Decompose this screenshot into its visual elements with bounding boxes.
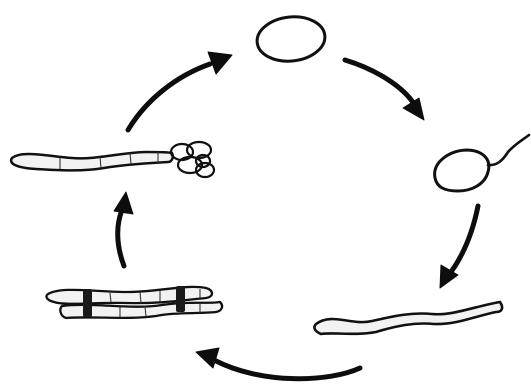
arrow-egg-to-hatching-egg <box>345 60 424 120</box>
egg-icon <box>255 14 327 65</box>
stage-worm-with-cocoon <box>11 142 214 177</box>
clitellum-band-left <box>83 289 92 317</box>
hatching-egg-icon <box>435 135 529 191</box>
stage-mating-worms <box>46 286 222 318</box>
arrow-worm-cocoon-to-egg <box>128 52 232 130</box>
stage-hatching-egg <box>435 135 529 191</box>
arrow-worm-to-mating-worms <box>196 348 360 379</box>
mating-worms-icon <box>46 286 222 318</box>
arrow-mating-worms-to-worm-cocoon <box>114 192 133 266</box>
stage-worm <box>314 302 502 334</box>
worm-cocoon-icon <box>11 142 214 177</box>
stage-egg <box>255 14 327 65</box>
worm-icon <box>314 302 502 334</box>
arrow-hatching-egg-to-worm <box>440 206 478 288</box>
clitellum-band-right <box>176 286 185 312</box>
